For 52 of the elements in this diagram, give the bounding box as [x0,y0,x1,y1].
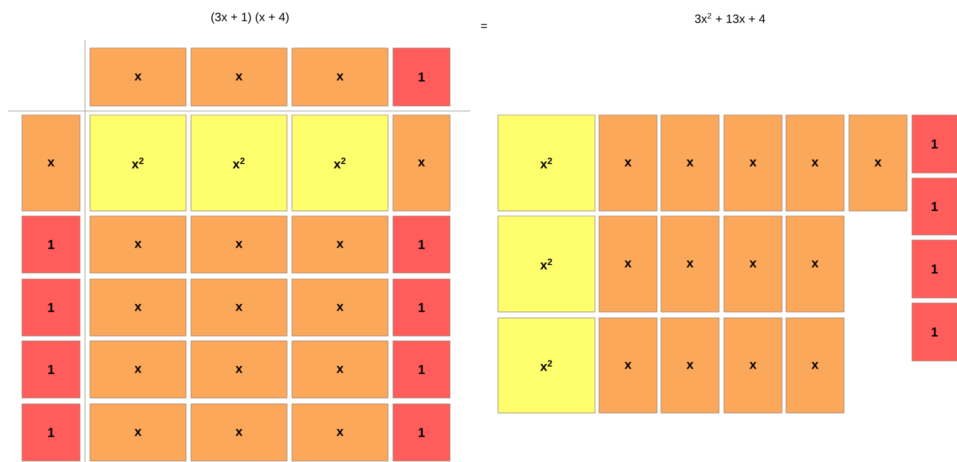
x-tile: x [292,404,388,462]
x-tile: x [90,404,186,462]
unit-tile: 1 [392,278,450,336]
x-tile: x [292,216,388,274]
unit-tile: 1 [22,404,80,462]
x-tile: x [90,48,186,106]
x-tile: x [786,318,844,414]
x-tile: x [598,318,658,414]
expression-text: (3x + 1) (x + 4) [211,12,289,24]
x-tile: x [724,114,782,212]
x-tile: x [786,216,844,312]
unit-tile: 1 [912,302,957,362]
x-tile: x [660,318,720,414]
x-tile: x [598,114,658,212]
x-tile: x [660,216,720,312]
x-tile: x [90,216,186,274]
x-tile: x [848,114,908,212]
x-squared-tile: x$^{2}$ [498,216,596,312]
x-tile: x [724,318,782,414]
x-tile: x [190,340,288,398]
unit-tile: 1 [392,340,450,398]
unit-tile: 1 [22,340,80,398]
x-squared-tile: x$^{2}$ [292,114,388,212]
unit-tile: 1 [912,114,957,174]
x-tile: x [292,48,388,106]
expression-text: = [481,24,487,28]
x-tile: x [190,404,288,462]
unit-tile: 1 [912,240,957,298]
unit-tile: 1 [392,216,450,274]
x-tile: x [90,278,186,336]
x-tile: x [786,114,844,212]
x-tile: x [292,278,388,336]
x-squared-tile: x$^{2}$ [90,114,186,212]
unit-tile: 1 [22,216,80,274]
x-squared-tile: x$^{2}$ [190,114,288,212]
unit-tile: 1 [392,404,450,462]
x-squared-tile: x$^{2}$ [498,318,596,414]
x-tile: x [724,216,782,312]
x-tile: x [90,340,186,398]
x-tile: x [190,278,288,336]
unit-tile: 1 [912,178,957,236]
unit-tile: 1 [22,278,80,336]
x-tile: x [598,216,658,312]
x-tile: x [292,340,388,398]
unit-tile: 1 [392,48,450,106]
x-tile: x [392,114,450,212]
x-tile: x [190,216,288,274]
x-tile: x [660,114,720,212]
x-tile: x [22,114,80,212]
x-tile: x [190,48,288,106]
x-squared-tile: x$^{2}$ [498,114,596,212]
expression-text: 3x$^{2}$ + 13x + 4 [694,12,766,23]
